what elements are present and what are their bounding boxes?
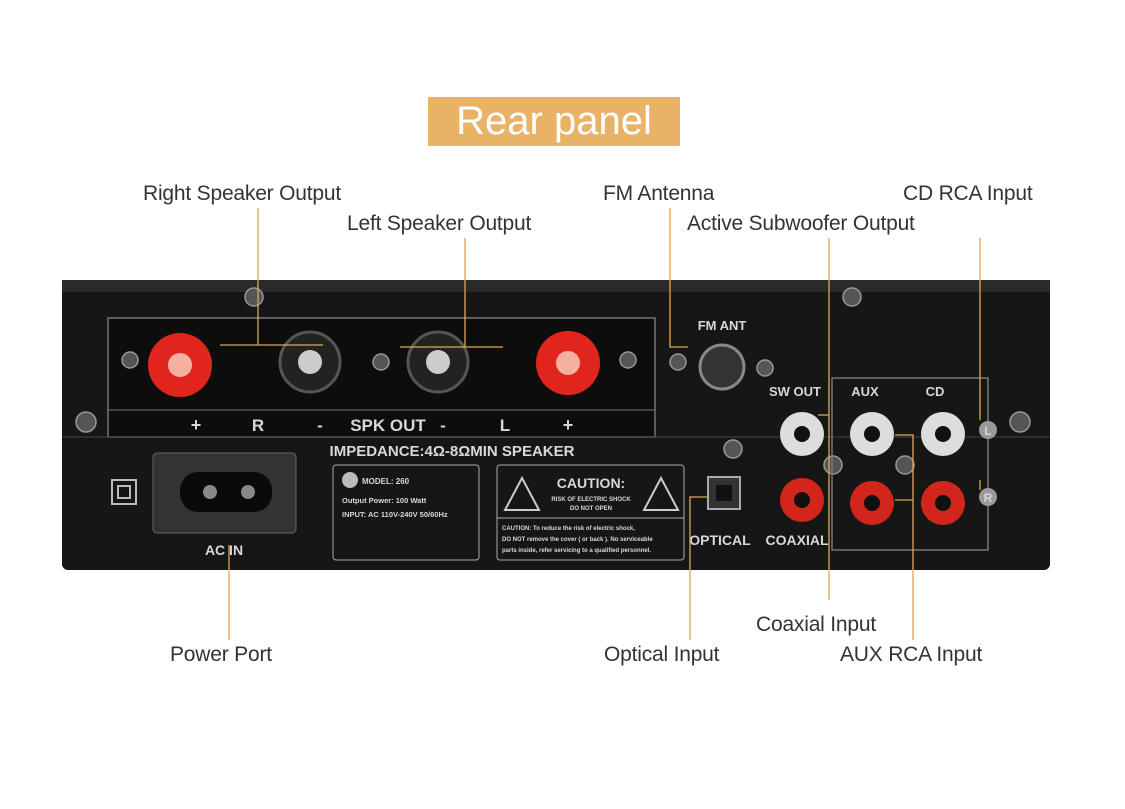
panel-print-text: Output Power: 100 Watt [342, 496, 427, 505]
panel-shape [935, 426, 951, 442]
screws [75, 287, 1031, 475]
panel-shape [298, 350, 322, 374]
panel-print-text: L [984, 424, 991, 438]
leader-lines [220, 208, 981, 640]
panel-print-text: CD [926, 384, 945, 399]
panel-print-text: MODEL: 260 [362, 477, 410, 486]
panel-shape [111, 479, 137, 505]
panel-shape [689, 496, 707, 640]
panel-print-text: FM ANT [698, 318, 747, 333]
panel-shape [794, 426, 810, 442]
panel-print-text: OPTICAL [689, 532, 751, 548]
panel-shape [619, 351, 637, 369]
panel-shape [669, 208, 688, 348]
panel-print-text: R [252, 416, 264, 435]
panel-print-text: CAUTION: To reduce the risk of electric … [502, 526, 635, 532]
panel-shape [168, 353, 192, 377]
panel-shape [503, 475, 680, 511]
panel-print-text: IMPEDANCE:4Ω-8ΩMIN SPEAKER [330, 443, 575, 460]
panel-print-text: + [563, 415, 574, 435]
callout-aux-rca-input: AUX RCA Input [840, 643, 983, 666]
panel-shape [332, 464, 480, 561]
panel-shape [203, 485, 217, 499]
rca-input-panel [831, 377, 989, 551]
panel-print-text: + [191, 415, 202, 435]
panel-shape [496, 464, 685, 561]
panel-shape [556, 351, 580, 375]
panel-shape [342, 472, 358, 488]
panel-shape [241, 485, 255, 499]
optical-port [707, 476, 741, 510]
panel-print-text: parts inside, refer servicing to a quali… [502, 548, 651, 554]
callout-left-speaker-output: Left Speaker Output [347, 212, 532, 235]
panel-shape [823, 455, 843, 475]
callout-cd-rca-input: CD RCA Input [903, 182, 1033, 205]
panel-print-text: - [440, 416, 446, 435]
panel-print-text: INPUT: AC 110V-240V 50/60Hz [342, 510, 448, 519]
panel-print-text: SPK OUT [350, 416, 426, 435]
panel-shape [75, 411, 97, 433]
fm-antenna-jack [698, 343, 746, 391]
panel-shape [426, 350, 450, 374]
panel-shape [979, 488, 997, 506]
panel-print-text: AC IN [205, 542, 243, 558]
panel-shape [979, 421, 997, 439]
panel-shape [723, 439, 743, 459]
title-banner: Rear panel [428, 97, 680, 146]
callout-right-speaker-output: Right Speaker Output [143, 182, 341, 205]
panel-print-text: R [984, 491, 993, 505]
panel-print-text: SW OUT [769, 384, 821, 399]
panel-shape [117, 485, 131, 499]
panel-shape [756, 359, 774, 377]
panel-print-text: CAUTION: [557, 475, 625, 491]
panel-shape [935, 495, 951, 511]
panel-shape [244, 287, 264, 307]
panel-shape [794, 492, 810, 508]
callout-power-port: Power Port [170, 643, 272, 666]
panel-print-text: DO NOT remove the cover ( or back ). No … [502, 537, 653, 543]
panel-print-text: L [500, 416, 510, 435]
panel-shape [180, 472, 272, 512]
panel-shape [121, 351, 139, 369]
panel-print-text: - [317, 416, 323, 435]
panel-shape [716, 485, 732, 501]
panel-shape [842, 287, 862, 307]
callout-optical-input: Optical Input [604, 643, 720, 666]
callout-coaxial-input: Coaxial Input [756, 613, 876, 636]
panel-shape [372, 353, 390, 371]
callout-active-subwoofer-output: Active Subwoofer Output [687, 212, 915, 235]
panel-shape [895, 434, 914, 640]
panel-print-text: DO NOT OPEN [570, 506, 612, 512]
panel-print-text: RISK OF ELECTRIC SHOCK [551, 497, 631, 503]
panel-print-text: COAXIAL [766, 532, 829, 548]
panel-shape [864, 426, 880, 442]
rca-jacks [780, 412, 965, 525]
panel-print-text: AUX [851, 384, 879, 399]
panel-shape [864, 495, 880, 511]
panel-shape [1009, 411, 1031, 433]
panel-shape [669, 353, 687, 371]
callout-fm-antenna: FM Antenna [603, 182, 715, 205]
panel-shape [62, 280, 1050, 292]
panel-shape [895, 455, 915, 475]
